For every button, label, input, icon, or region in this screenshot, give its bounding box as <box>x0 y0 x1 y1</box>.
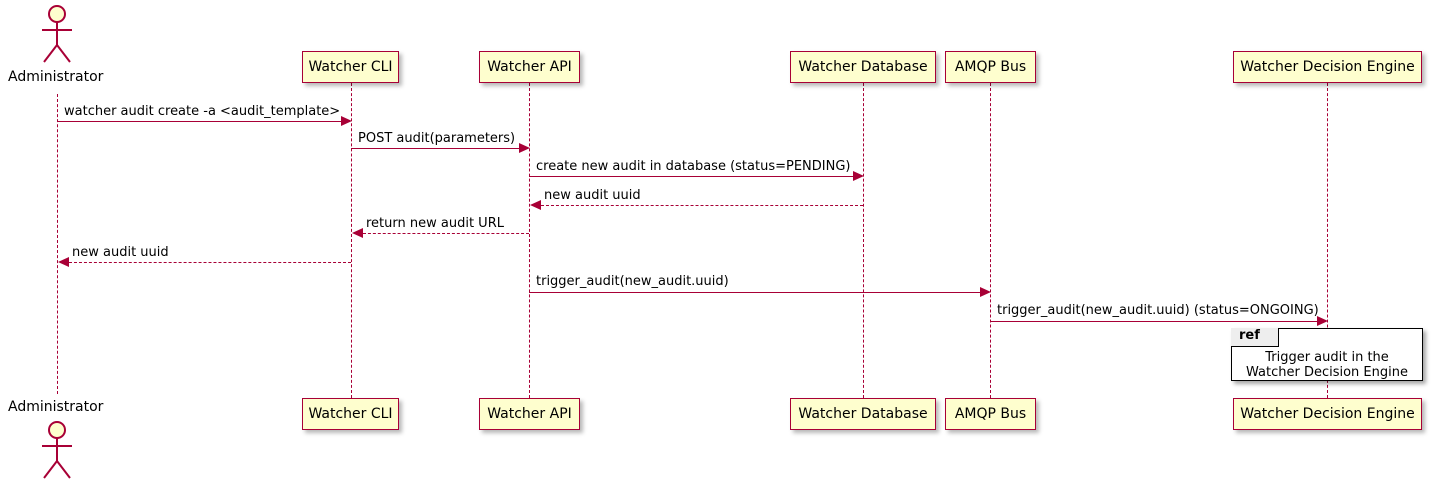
message-arrowhead-6 <box>980 287 991 297</box>
lifeline-watcher-cli <box>351 83 352 398</box>
participant-watcher-database-top[interactable]: Watcher Database <box>790 51 936 83</box>
participant-label-administrator-bottom: Administrator <box>8 399 104 415</box>
actor-stick-figure-icon <box>42 5 72 63</box>
lifeline-administrator <box>57 94 58 394</box>
participant-label-watcher-cli-top: Watcher CLI <box>308 59 393 75</box>
message-arrowhead-7 <box>1317 316 1328 326</box>
message-label-5: new audit uuid <box>72 245 169 260</box>
actor-administrator-bottom <box>28 418 86 480</box>
actor-administrator-top <box>28 2 86 64</box>
message-line-0 <box>57 121 345 122</box>
message-line-3 <box>541 205 863 206</box>
participant-watcher-api-bottom[interactable]: Watcher API <box>479 398 580 430</box>
lifeline-watcher-api <box>529 83 530 398</box>
lifeline-watcher-database <box>863 83 864 398</box>
ref-fragment-line-1: Trigger audit in the <box>1265 350 1389 365</box>
message-arrowhead-3 <box>530 200 541 210</box>
participant-label-amqp-bus-top: AMQP Bus <box>954 59 1027 75</box>
message-label-4: return new audit URL <box>366 216 504 231</box>
participant-label-watcher-database-top: Watcher Database <box>798 59 928 75</box>
participant-decision-engine-bottom[interactable]: Watcher Decision Engine <box>1233 398 1422 430</box>
message-arrowhead-4 <box>352 228 363 238</box>
message-label-2: create new audit in database (status=PEN… <box>536 159 851 174</box>
message-label-1: POST audit(parameters) <box>358 131 516 146</box>
participant-label-watcher-cli-bottom: Watcher CLI <box>308 406 393 422</box>
participant-label-amqp-bus-bottom: AMQP Bus <box>954 406 1027 422</box>
lifeline-decision-engine <box>1327 83 1328 398</box>
participant-amqp-bus-bottom[interactable]: AMQP Bus <box>945 398 1036 430</box>
ref-fragment-tab: ref <box>1231 328 1279 347</box>
lifeline-amqp-bus <box>990 83 991 398</box>
participant-label-watcher-api-bottom: Watcher API <box>487 406 572 422</box>
message-line-7 <box>990 321 1321 322</box>
actor-stick-figure-icon <box>42 421 72 479</box>
message-label-6: trigger_audit(new_audit.uuid) <box>536 274 729 289</box>
message-line-4 <box>363 233 529 234</box>
participant-watcher-cli-bottom[interactable]: Watcher CLI <box>302 398 399 430</box>
message-label-7: trigger_audit(new_audit.uuid) (status=ON… <box>997 303 1319 318</box>
participant-watcher-database-bottom[interactable]: Watcher Database <box>790 398 936 430</box>
message-arrowhead-2 <box>853 171 864 181</box>
participant-label-watcher-api-top: Watcher API <box>487 59 572 75</box>
message-label-0: watcher audit create -a <audit_template> <box>64 104 341 119</box>
participant-label-decision-engine-bottom: Watcher Decision Engine <box>1240 406 1415 422</box>
message-arrowhead-5 <box>58 257 69 267</box>
message-line-6 <box>529 292 984 293</box>
message-arrowhead-1 <box>519 143 530 153</box>
participant-decision-engine-top[interactable]: Watcher Decision Engine <box>1233 51 1422 83</box>
participant-label-decision-engine-top: Watcher Decision Engine <box>1240 59 1415 75</box>
ref-fragment-line-2: Watcher Decision Engine <box>1246 365 1408 380</box>
message-line-1 <box>351 148 523 149</box>
participant-amqp-bus-top[interactable]: AMQP Bus <box>945 51 1036 83</box>
ref-fragment-keyword: ref <box>1239 328 1260 343</box>
message-line-2 <box>529 176 857 177</box>
participant-label-administrator-top: Administrator <box>8 69 104 85</box>
message-line-5 <box>69 262 351 263</box>
participant-watcher-cli-top[interactable]: Watcher CLI <box>302 51 399 83</box>
participant-label-watcher-database-bottom: Watcher Database <box>798 406 928 422</box>
message-arrowhead-0 <box>341 116 352 126</box>
message-label-3: new audit uuid <box>544 188 641 203</box>
participant-watcher-api-top[interactable]: Watcher API <box>479 51 580 83</box>
